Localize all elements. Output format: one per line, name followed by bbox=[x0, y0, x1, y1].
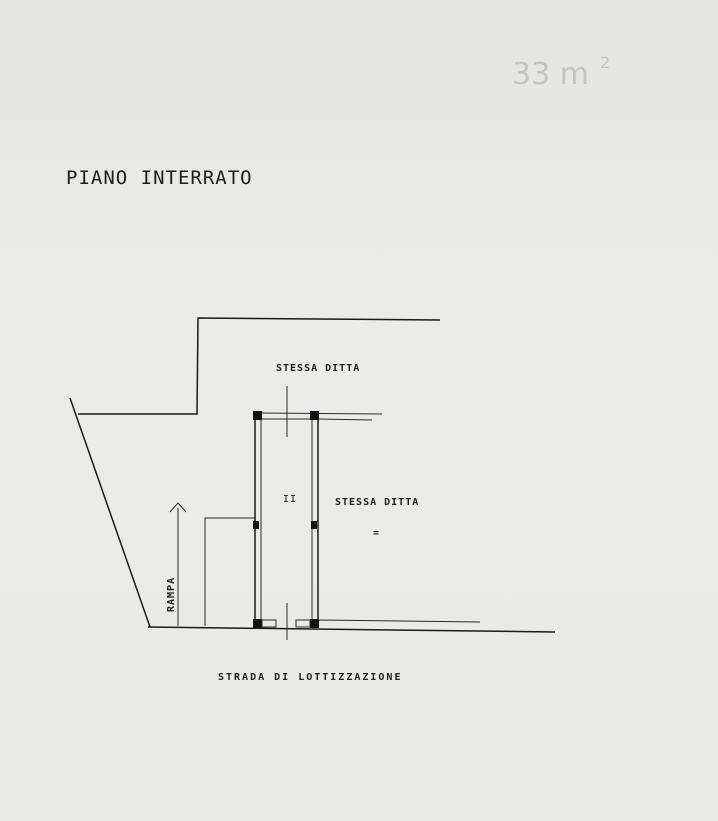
ramp-outline bbox=[204, 517, 255, 626]
lot-boundary bbox=[78, 317, 441, 415]
neighbour-top-line-2 bbox=[317, 418, 373, 421]
area-exponent: 2 bbox=[600, 53, 610, 72]
pillar-top-left bbox=[253, 411, 262, 420]
neighbour-line bbox=[317, 619, 481, 623]
label-top-neighbour: STESSA DITTA bbox=[276, 363, 360, 374]
plan-title: PIANO INTERRATO bbox=[66, 167, 253, 189]
pillar-bottom-left bbox=[253, 619, 262, 628]
label-street: STRADA DI LOTTIZZAZIONE bbox=[218, 672, 402, 683]
ramp-arrow-head bbox=[169, 502, 187, 513]
area-note: 33 m bbox=[512, 57, 589, 92]
door-jamb-left bbox=[261, 619, 277, 628]
street-edge bbox=[147, 626, 556, 633]
lot-boundary-diagonal bbox=[69, 397, 151, 628]
ramp-label: RAMPA bbox=[166, 577, 177, 612]
pillar-mid-right bbox=[311, 521, 317, 529]
door-jamb-right bbox=[295, 619, 311, 628]
label-room-mark: II bbox=[283, 494, 297, 505]
label-right-mark: = bbox=[373, 528, 380, 539]
label-right-neighbour: STESSA DITTA bbox=[335, 497, 419, 508]
pillar-bottom-right bbox=[310, 619, 319, 628]
pillar-top-right bbox=[310, 411, 319, 420]
neighbour-top-line bbox=[257, 412, 383, 415]
pillar-mid-left bbox=[253, 521, 259, 529]
